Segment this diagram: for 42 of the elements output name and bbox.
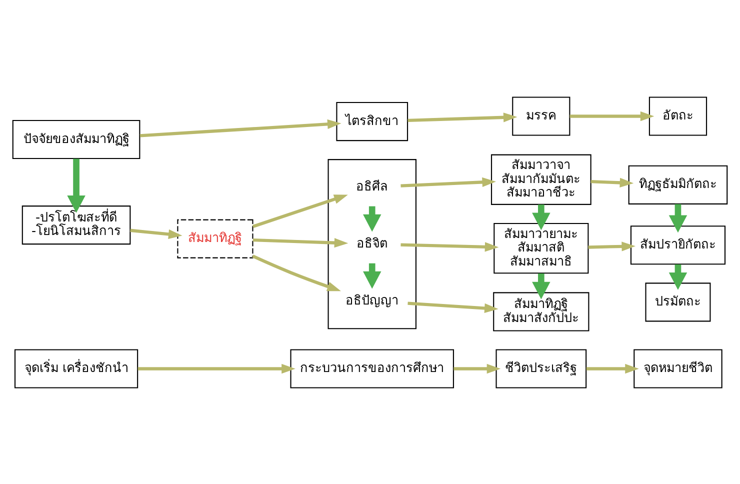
node-box: สัมปรายิกัตถะ (630, 225, 726, 264)
arrow (400, 242, 499, 252)
node-box: จุดหมายชีวิต (634, 348, 722, 388)
node-box: ชีวิตประเสริฐ (496, 348, 587, 388)
arrow (400, 176, 496, 187)
node-box: ปรมัตถะ (645, 282, 711, 322)
node-box: -ปรโตโฆสะที่ดี -โยนิโสมนสิการ (22, 205, 131, 244)
arrow (140, 118, 342, 137)
arrow (363, 262, 382, 288)
arrow (408, 112, 518, 122)
arrow (252, 194, 348, 228)
arrow (586, 363, 639, 374)
arrow (532, 204, 550, 230)
arrow (590, 177, 634, 187)
node-box: สัมมาวายามะ สัมมาสติ สัมมาสมาธิ (494, 222, 589, 274)
node-box: ทิฏฐธัมมิกัตถะ (628, 164, 728, 204)
node-box: ปัจจัยของสัมมาทิฏฐิ (12, 119, 140, 159)
node-text: อธิจิต (356, 236, 388, 250)
node-text: อธิปัญญา (346, 292, 399, 307)
arrow (570, 110, 654, 121)
node-box: สัมมาทิฏฐิ สัมมาสังกัปปะ (493, 292, 590, 331)
arrow (252, 254, 341, 291)
node-box: สัมมาทิฏฐิ (177, 218, 254, 258)
node-box: กระบวนการของการศึกษา (290, 348, 454, 388)
arrow (588, 241, 636, 251)
arrow (252, 238, 348, 248)
arrow (454, 363, 501, 374)
node-box: สัมมาวาจา สัมมากัมมันตะ สัมมาอาชีวะ (490, 154, 592, 204)
node-box: อัตถะ (648, 96, 708, 136)
arrow (408, 301, 498, 312)
node-box: จุดเริ่ม เครื่องชักนำ (14, 348, 138, 388)
arrow (138, 363, 296, 374)
arrow (668, 204, 688, 232)
node-text: อธิศีล (356, 178, 388, 193)
node-box: มรรค (512, 96, 570, 136)
arrow (532, 272, 550, 299)
arrow (363, 206, 382, 232)
cluster (328, 158, 416, 329)
arrow (130, 228, 182, 239)
node-box: ไตรสิกขา (336, 101, 408, 141)
arrow (67, 158, 86, 212)
arrow (668, 264, 688, 290)
